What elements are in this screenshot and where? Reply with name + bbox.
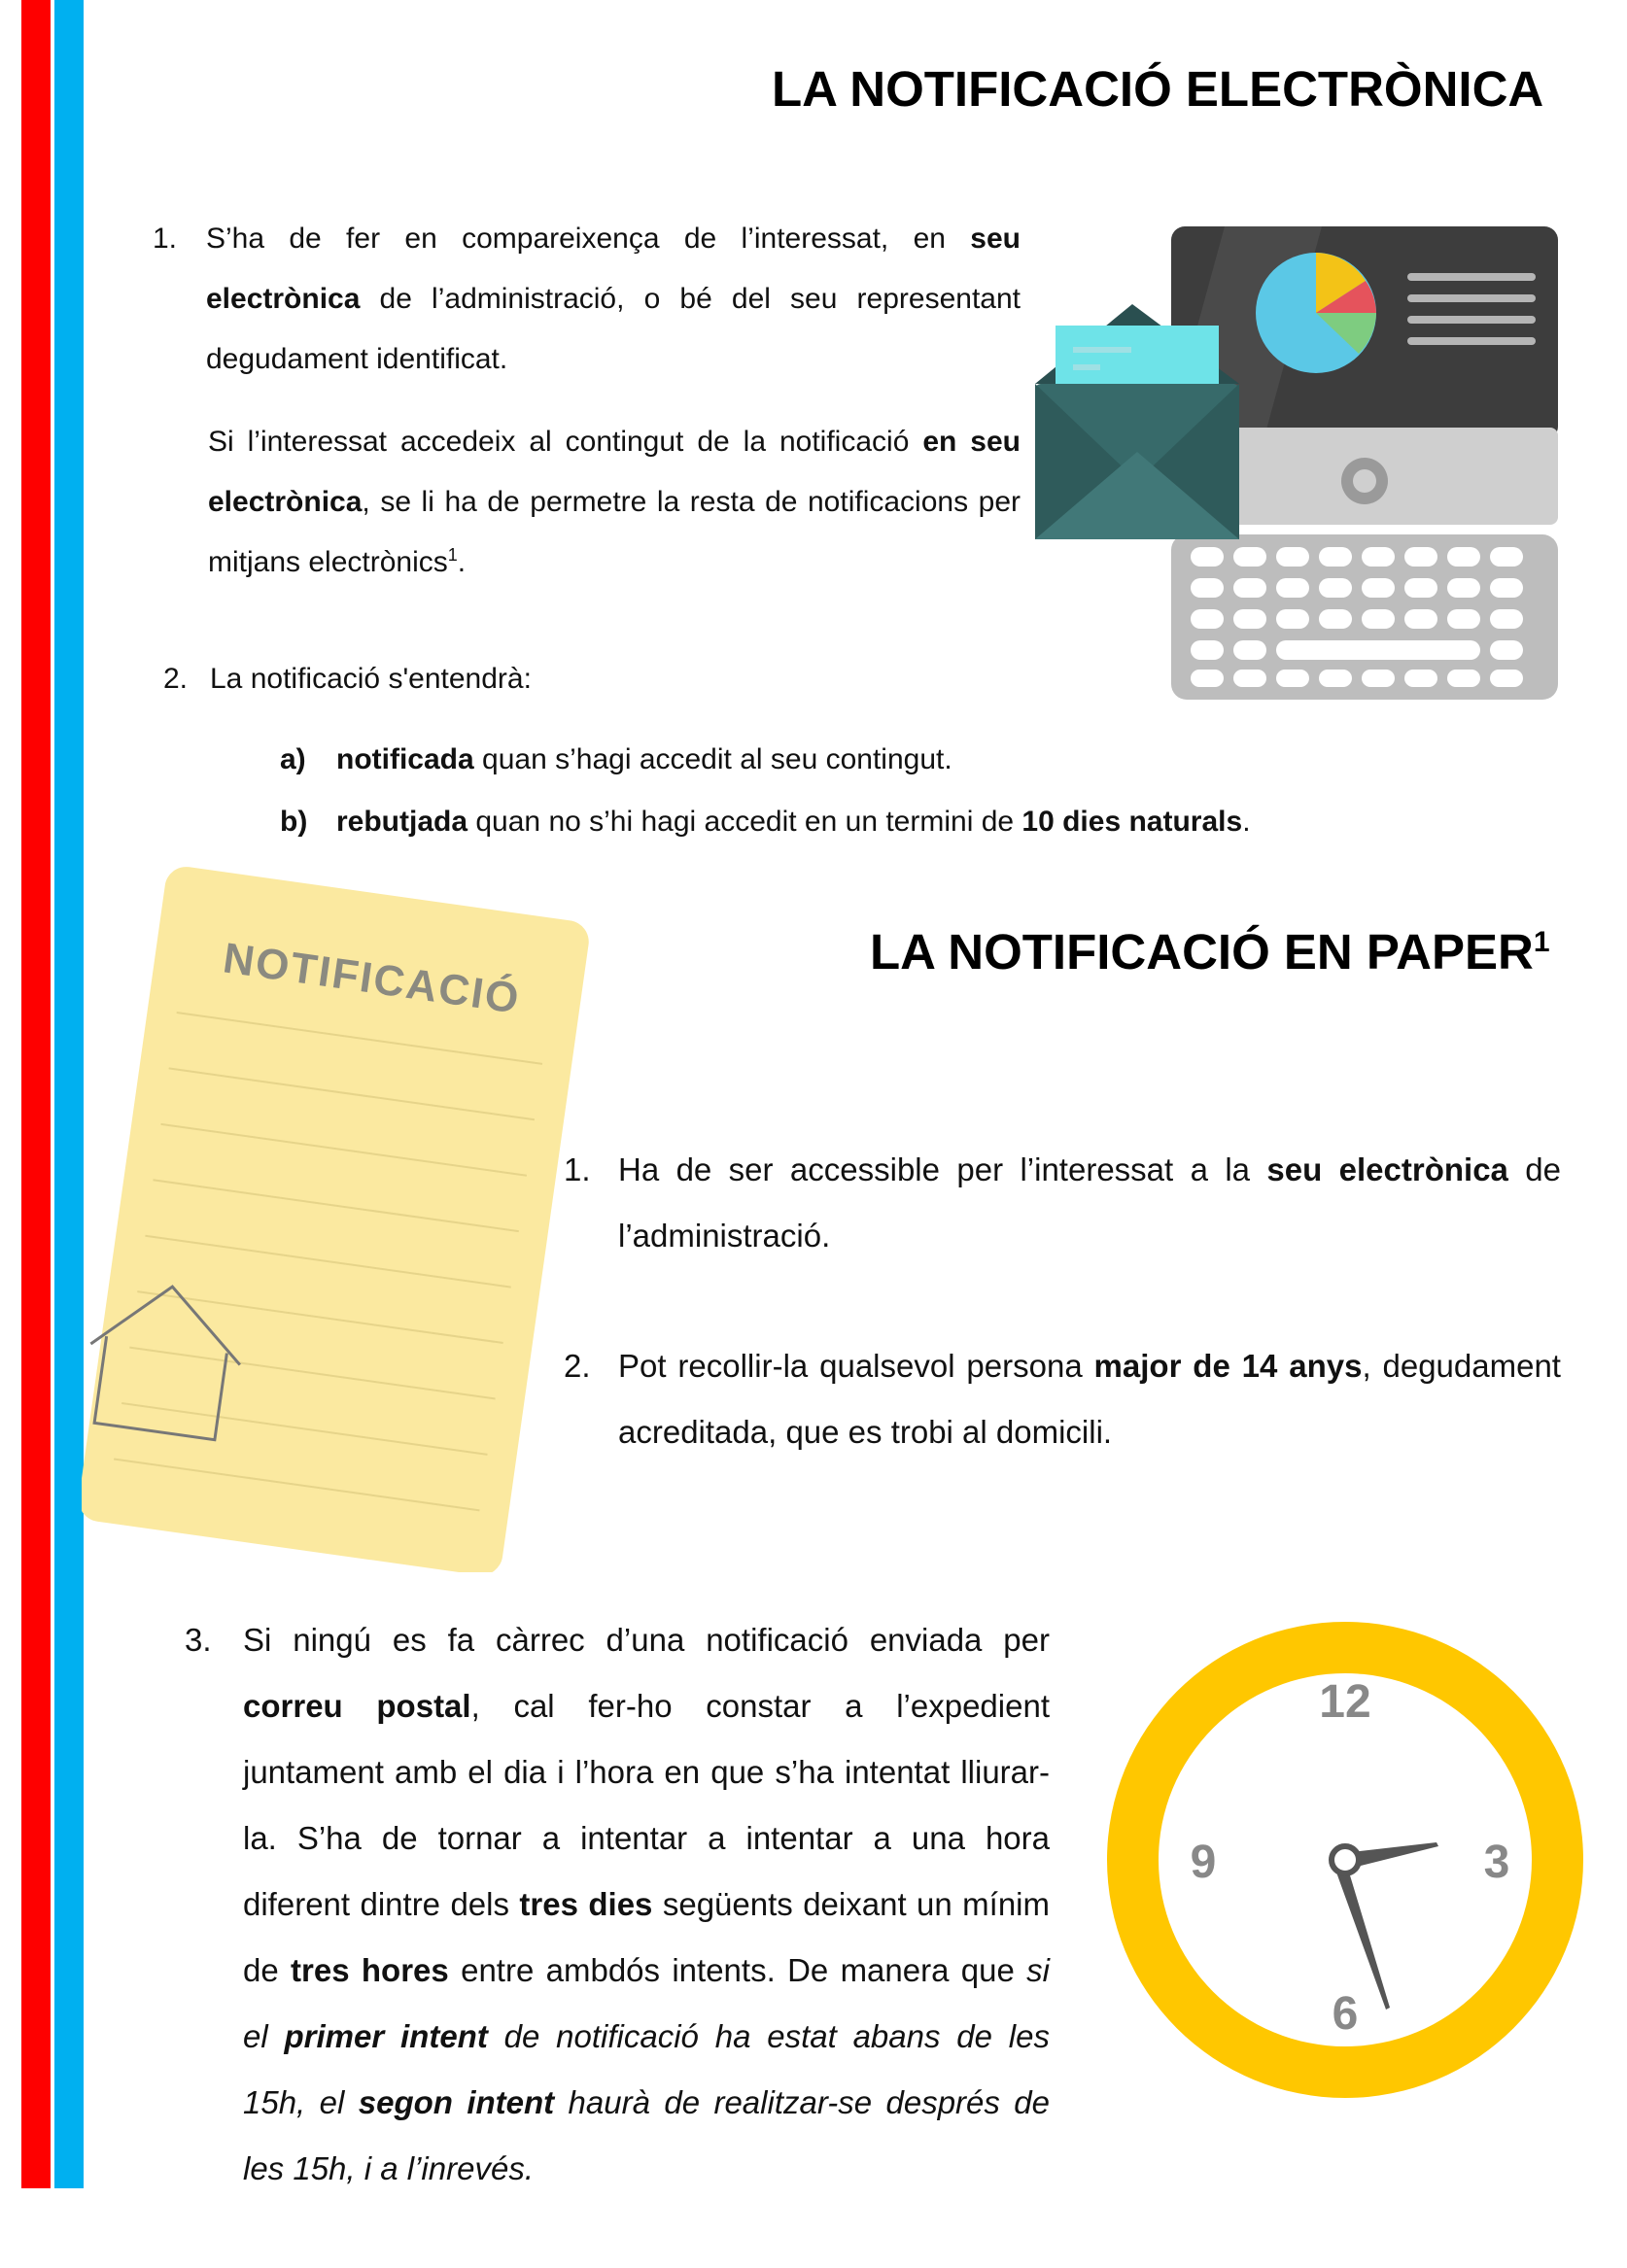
clock-hour-hand: [1335, 1866, 1390, 2010]
electronic-item2-number: 2.: [163, 663, 189, 695]
electronic-item1-paragraph1: S’ha de fer en compareixença de l’intere…: [206, 223, 1021, 375]
paper-item2-text: Pot recollir-la qualsevol persona major …: [618, 1348, 1561, 1450]
blue-side-bar: [54, 0, 84, 2188]
paper-item1-number: 1.: [564, 1151, 591, 1187]
clock-minute-hand: [1351, 1842, 1438, 1868]
subitem-text: rebutjada quan no s’hi hagi accedit en u…: [336, 806, 1251, 838]
paper-notification-illustration: NOTIFICACIÓ: [82, 867, 589, 1572]
electronic-title: LA NOTIFICACIÓ ELECTRÒNICA: [772, 61, 1544, 117]
paper-item3-number: 3.: [185, 1622, 212, 1658]
clock-center: [1329, 1843, 1362, 1876]
house-icon: [89, 1285, 241, 1442]
subitem-label: b): [280, 806, 308, 838]
electronic-subitem-a: a) notificada quan s’hagi accedit al seu …: [280, 740, 952, 779]
clock-number-3: 3: [1484, 1837, 1510, 1888]
subitem-label: a): [280, 743, 306, 775]
red-side-bar: [21, 0, 51, 2188]
electronic-subitem-b: b) rebutjada quan no s’hi hagi accedit en…: [280, 803, 1251, 842]
clock-number-9: 9: [1191, 1837, 1217, 1888]
envelope-icon: [1035, 304, 1239, 539]
note-paper: [82, 867, 589, 1572]
paper-title-footnote: 1: [1533, 926, 1550, 958]
subitem-text: notificada quan s’hagi accedit al seu co…: [336, 743, 952, 775]
clock-number-12: 12: [1319, 1676, 1370, 1728]
electronic-item1-paragraph2: Si l’interessat accedeix al contingut de…: [208, 426, 1021, 578]
paper-item3-text: Si ningú es fa càrrec d’una notificació …: [243, 1622, 1051, 2186]
clock-number-6: 6: [1333, 1988, 1359, 2040]
paper-title-text: LA NOTIFICACIÓ EN PAPER: [870, 924, 1534, 979]
clock-icon: 12 3 6 9: [1107, 1622, 1583, 2098]
paper-item1-text: Ha de ser accessible per l’interessat a …: [618, 1151, 1562, 1254]
paper-item2-number: 2.: [564, 1348, 591, 1384]
electronic-item2-text: La notificació s'entendrà:: [210, 663, 532, 695]
paper-title: LA NOTIFICACIÓ EN PAPER1: [870, 923, 1550, 980]
electronic-item1-number: 1.: [153, 223, 178, 255]
computer-envelope-illustration: [1035, 226, 1558, 700]
